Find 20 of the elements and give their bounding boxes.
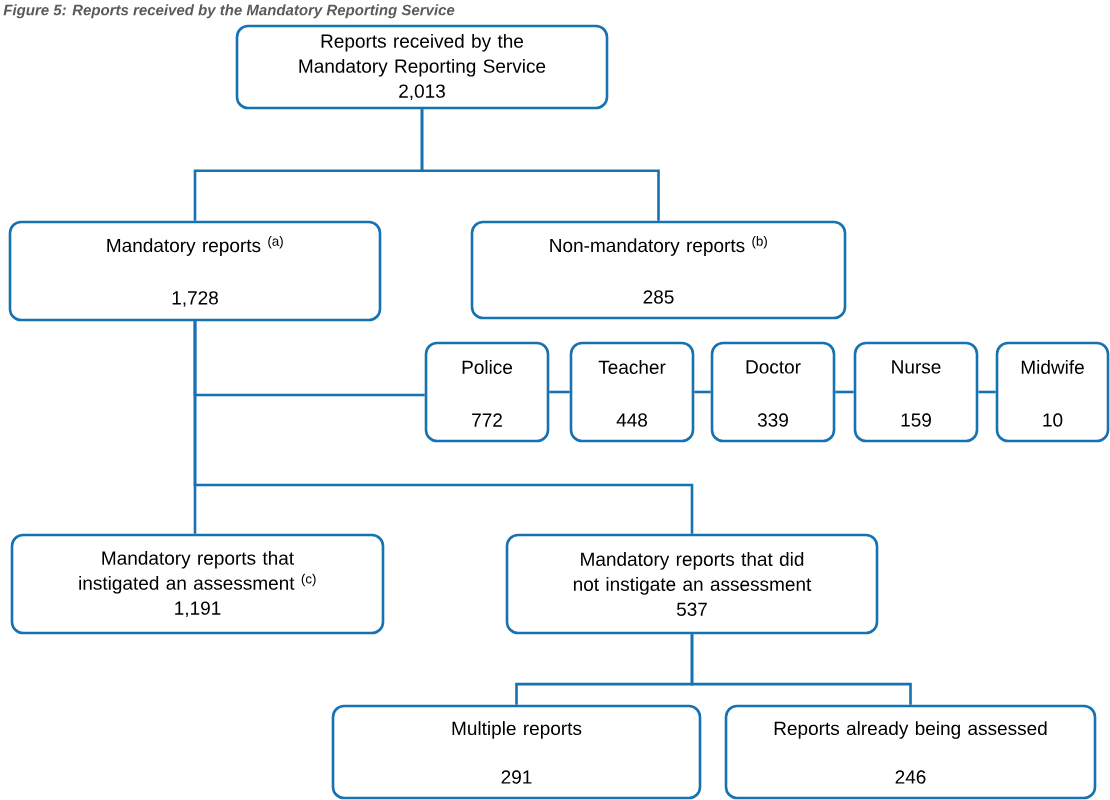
process-box: Mandatory reports $^{(a)}$ 1,728 <box>8 220 382 322</box>
process-box: Reports received by the Mandatory Reporting Service 2,013 <box>235 24 609 110</box>
process-box: Doctor 339 <box>710 341 836 443</box>
process-box: Nurse 159 <box>853 341 979 443</box>
connector-line <box>420 109 660 221</box>
process-box: Police 772 <box>424 341 550 443</box>
connector-line <box>978 390 996 394</box>
process-box: Mandatory reports that instigated an assessment $^{(c)}$ 1,191 <box>10 533 385 635</box>
connector-line <box>694 390 711 394</box>
process-box: Mandatory reports that did not instigate an assessment 537 <box>505 533 879 635</box>
process-box: Midwife 10 <box>995 341 1110 443</box>
process-box: Non-mandatory reports $^{(b)}$ 285 <box>470 220 847 320</box>
connector-line <box>193 321 694 534</box>
process-box: Multiple reports 291 <box>331 704 702 800</box>
process-box: Teacher 448 <box>569 341 695 443</box>
connector-line <box>690 634 912 705</box>
connector-line <box>549 390 570 394</box>
diagram-title: Figure 5: Reports received by the Mandatory Reporting Service <box>3 4 455 19</box>
process-box: Reports already being assessed 246 <box>724 704 1097 800</box>
connector-line <box>835 390 854 394</box>
